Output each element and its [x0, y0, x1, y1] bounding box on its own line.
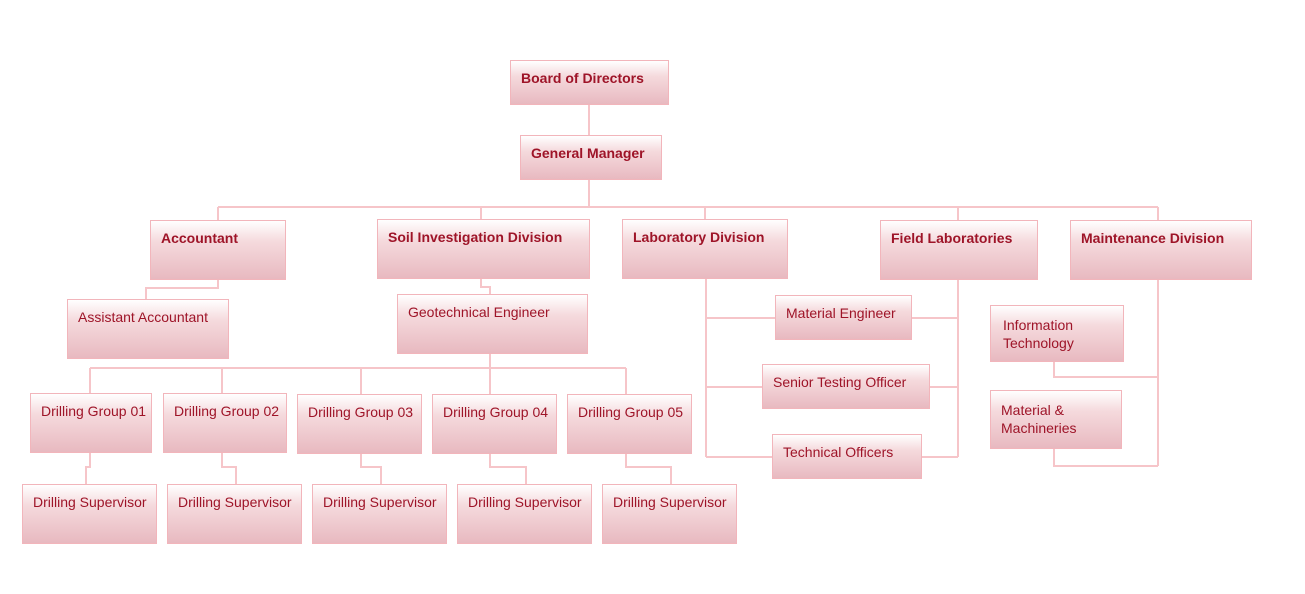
node-drilling-supervisor-2: Drilling Supervisor: [167, 484, 302, 544]
node-soil-investigation-division: Soil Investigation Division: [377, 219, 590, 279]
node-drilling-group-05: Drilling Group 05: [567, 394, 692, 454]
node-general-manager: General Manager: [520, 135, 662, 180]
connector-soil-geo: [480, 278, 491, 294]
connector-dg5-ds5: [625, 453, 672, 484]
node-drilling-group-03: Drilling Group 03: [297, 394, 422, 454]
node-material-engineer: Material Engineer: [775, 295, 912, 340]
node-drilling-group-01: Drilling Group 01: [30, 393, 152, 453]
node-senior-testing-officer: Senior Testing Officer: [762, 364, 930, 409]
node-laboratory-division: Laboratory Division: [622, 219, 788, 279]
connector-accountant-assistant: [145, 279, 219, 299]
node-drilling-supervisor-1: Drilling Supervisor: [22, 484, 157, 544]
node-information-technology: Information Technology: [990, 305, 1124, 362]
node-drilling-supervisor-5: Drilling Supervisor: [602, 484, 737, 544]
connector-dg4-ds4: [489, 453, 527, 484]
connector-dg2-ds2: [221, 452, 237, 484]
node-field-laboratories: Field Laboratories: [880, 220, 1038, 280]
node-technical-officers: Technical Officers: [772, 434, 922, 479]
connector-dg3-ds3: [360, 453, 382, 484]
connector-dg1-ds1: [85, 452, 91, 484]
node-material-machineries: Material & Machineries: [990, 390, 1122, 449]
node-board-of-directors: Board of Directors: [510, 60, 669, 105]
connector-maint-it: [1053, 361, 1158, 378]
node-drilling-supervisor-4: Drilling Supervisor: [457, 484, 592, 544]
node-drilling-group-02: Drilling Group 02: [163, 393, 287, 453]
node-drilling-supervisor-3: Drilling Supervisor: [312, 484, 447, 544]
node-accountant: Accountant: [150, 220, 286, 280]
node-geotechnical-engineer: Geotechnical Engineer: [397, 294, 588, 354]
node-maintenance-division: Maintenance Division: [1070, 220, 1252, 280]
node-drilling-group-04: Drilling Group 04: [432, 394, 557, 454]
connector-maint-mm: [1053, 448, 1158, 467]
node-assistant-accountant: Assistant Accountant: [67, 299, 229, 359]
